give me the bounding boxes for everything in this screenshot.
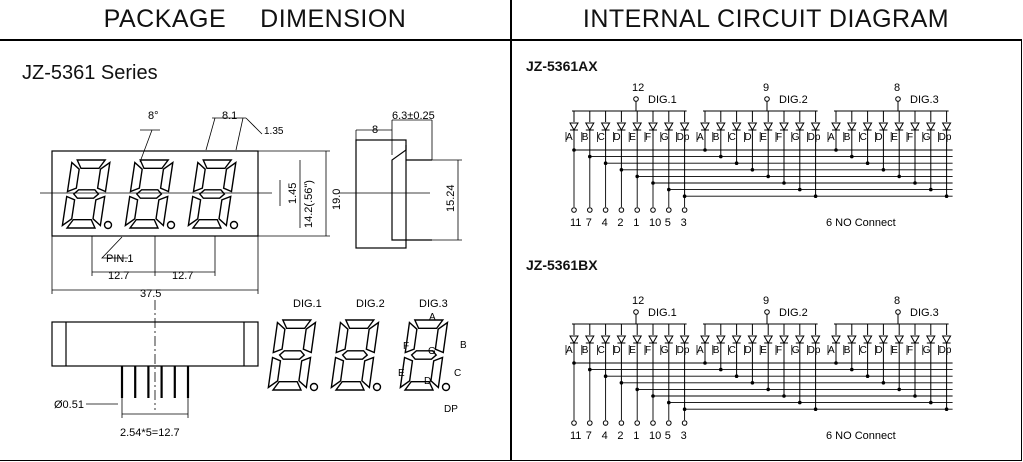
front-digit-1 — [61, 159, 113, 230]
segment-a — [413, 319, 445, 330]
segment-g — [135, 189, 163, 199]
pin1-label: PIN.1 — [106, 253, 134, 265]
circuit-part-bx: JZ-5361BX — [526, 257, 598, 273]
segment-label-d: D — [424, 376, 431, 387]
segment-d — [271, 380, 303, 391]
segment-d — [128, 218, 160, 229]
segment-f — [129, 161, 143, 193]
front-digit-2 — [124, 159, 176, 230]
segment-a — [202, 159, 233, 170]
dim-pitch-1: 12.7 — [108, 270, 129, 282]
segment-label-g: G — [428, 346, 436, 357]
segment-digit-1 — [267, 319, 319, 392]
decimal-point — [309, 382, 319, 392]
dim-pin-diameter: Ø0.51 — [54, 399, 84, 411]
side-view — [338, 139, 432, 249]
dim-side-width: 8 — [372, 124, 378, 136]
segment-b — [434, 320, 449, 354]
side-dimensions — [355, 119, 462, 241]
dim-digit-height: 1.45 — [287, 183, 299, 204]
segment-b — [159, 160, 174, 193]
segment-e — [124, 195, 139, 228]
segment-e — [330, 356, 345, 390]
segment-label-b: B — [460, 340, 467, 351]
segment-g — [198, 189, 226, 199]
bottom-view — [51, 300, 259, 410]
dim-total-height: 19.0 — [331, 189, 343, 210]
segment-b — [302, 320, 317, 354]
bottom-dimensions — [86, 398, 189, 418]
segment-f — [192, 161, 206, 193]
series-title: JZ-5361 Series — [22, 62, 158, 84]
segment-b — [222, 160, 237, 193]
segment-c — [92, 195, 106, 227]
segment-e — [61, 195, 76, 228]
segment-e — [267, 356, 282, 390]
segment-d — [334, 380, 366, 391]
segment-digit-3 — [399, 319, 451, 392]
digit-label-1: DIG.1 — [293, 298, 322, 310]
dim-pitch-2: 12.7 — [172, 270, 193, 282]
segment-c — [218, 195, 232, 227]
decimal-point — [372, 382, 382, 392]
dim-side-height: 15.24 — [445, 184, 457, 212]
bottom-pins — [120, 366, 190, 398]
segment-f — [272, 321, 286, 354]
package-dimension-header: PACKAGE DIMENSION — [0, 0, 510, 41]
segment-label-e: E — [398, 368, 405, 379]
circuit-part-ax: JZ-5361AX — [526, 58, 598, 74]
header-word-dimension: DIMENSION — [260, 5, 407, 33]
segment-g — [278, 350, 306, 360]
decimal-point — [103, 220, 113, 230]
dim-top-width: 8.1 — [222, 110, 237, 122]
segment-c — [361, 356, 375, 389]
decimal-point — [229, 220, 239, 230]
segment-g — [410, 350, 438, 360]
segment-d — [191, 218, 223, 229]
segment-label-f: F — [403, 341, 409, 352]
segment-d — [65, 218, 97, 229]
dim-seg-width: 1.35 — [264, 126, 284, 137]
segment-f — [66, 161, 80, 193]
segment-f — [404, 321, 418, 354]
segment-g — [341, 350, 369, 360]
header-word-package: PACKAGE — [103, 5, 227, 33]
segment-digit-diagram — [267, 319, 451, 392]
segment-f — [335, 321, 349, 354]
dim-slant: 8° — [148, 110, 159, 122]
segment-a — [76, 159, 107, 170]
segment-label-dp: DP — [444, 404, 458, 415]
front-digits — [61, 159, 239, 230]
segment-b — [96, 160, 111, 193]
dim-height-inch: 14.2(.56") — [303, 180, 315, 228]
package-dimension-drawing: 8° 8.1 1.35 1.45 14.2(.56") 19.0 8 6.3±0… — [40, 110, 467, 439]
package-dimension-labels: 8° 8.1 1.35 1.45 14.2(.56") 19.0 8 6.3±0… — [54, 110, 467, 439]
digit-label-3: DIG.3 — [419, 298, 448, 310]
segment-c — [430, 356, 444, 389]
segment-c — [155, 195, 169, 227]
segment-a — [344, 319, 376, 330]
segment-a — [139, 159, 170, 170]
segment-d — [403, 380, 435, 391]
segment-b — [365, 320, 380, 354]
decimal-point — [441, 382, 451, 392]
segment-e — [187, 195, 202, 228]
internal-circuit-header: INTERNAL CIRCUIT DIAGRAM — [510, 0, 1022, 41]
front-digit-3 — [187, 159, 239, 230]
digit-label-2: DIG.2 — [356, 298, 385, 310]
segment-g — [72, 189, 100, 199]
decimal-point — [166, 220, 176, 230]
dim-pin-pitch: 2.54*5=12.7 — [120, 427, 180, 439]
section-divider — [510, 0, 512, 461]
segment-label-c: C — [454, 368, 461, 379]
segment-e — [399, 356, 414, 390]
front-dimensions — [51, 117, 330, 294]
segment-c — [298, 356, 312, 389]
segment-digit-2 — [330, 319, 382, 392]
dim-side-width2: 6.3±0.25 — [392, 110, 435, 122]
segment-a — [281, 319, 313, 330]
dim-total-width: 37.5 — [140, 288, 161, 300]
segment-label-a: A — [429, 312, 436, 323]
